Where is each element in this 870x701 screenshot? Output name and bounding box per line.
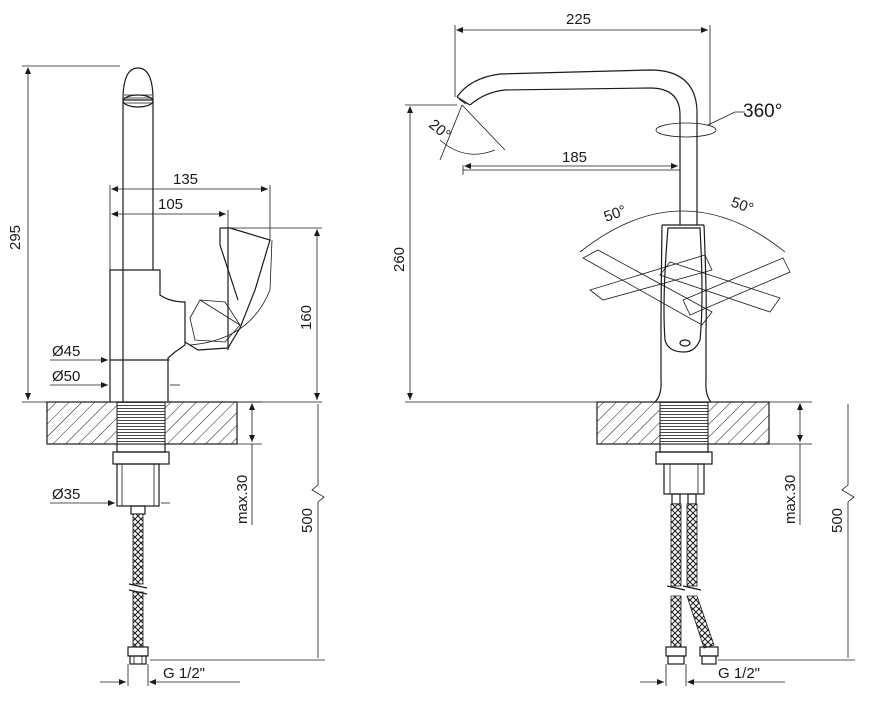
- front-view: 225 360° 20° 185 50° 50° 260: [391, 11, 855, 686]
- hoses-front: [665, 503, 719, 665]
- dim-height-total: 295: [7, 225, 24, 250]
- dim-thread-front: G 1/2": [718, 665, 760, 682]
- dim-handle-left-angle: 50°: [602, 202, 629, 226]
- dim-spout-width: 225: [566, 11, 591, 28]
- shank-front: [655, 401, 713, 505]
- faucet-body-front: [456, 69, 791, 403]
- dim-rotation: 360°: [743, 101, 782, 122]
- dim-shank-dia: Ø35: [52, 486, 80, 503]
- dim-handle-height: 160: [298, 305, 315, 330]
- hose-side: [127, 513, 149, 665]
- dim-hose-length-front: 500: [829, 508, 846, 533]
- dim-spout-reach: 185: [562, 149, 587, 166]
- dim-max-thickness-side: max.30: [234, 475, 251, 524]
- side-dimensions: 295 135 105 160 Ø45 Ø50: [7, 65, 325, 686]
- dim-body-dia-inner: Ø45: [52, 343, 80, 360]
- faucet-body-side: [109, 67, 273, 402]
- dim-reach-outer: 135: [173, 171, 198, 188]
- dim-thread-side: G 1/2": [163, 665, 205, 682]
- dim-height-front: 260: [391, 247, 408, 272]
- dim-reach-inner: 105: [158, 196, 183, 213]
- front-dimensions: 225 360° 20° 185 50° 50° 260: [391, 11, 855, 686]
- dim-max-thickness-front: max.30: [782, 475, 799, 524]
- shank-side: [112, 401, 170, 515]
- dim-hose-length-side: 500: [299, 508, 316, 533]
- dim-body-dia-outer: Ø50: [52, 368, 80, 385]
- dim-handle-right-angle: 50°: [729, 194, 756, 218]
- dim-spout-angle: 20°: [425, 116, 453, 144]
- side-view: 295 135 105 160 Ø45 Ø50: [7, 65, 325, 686]
